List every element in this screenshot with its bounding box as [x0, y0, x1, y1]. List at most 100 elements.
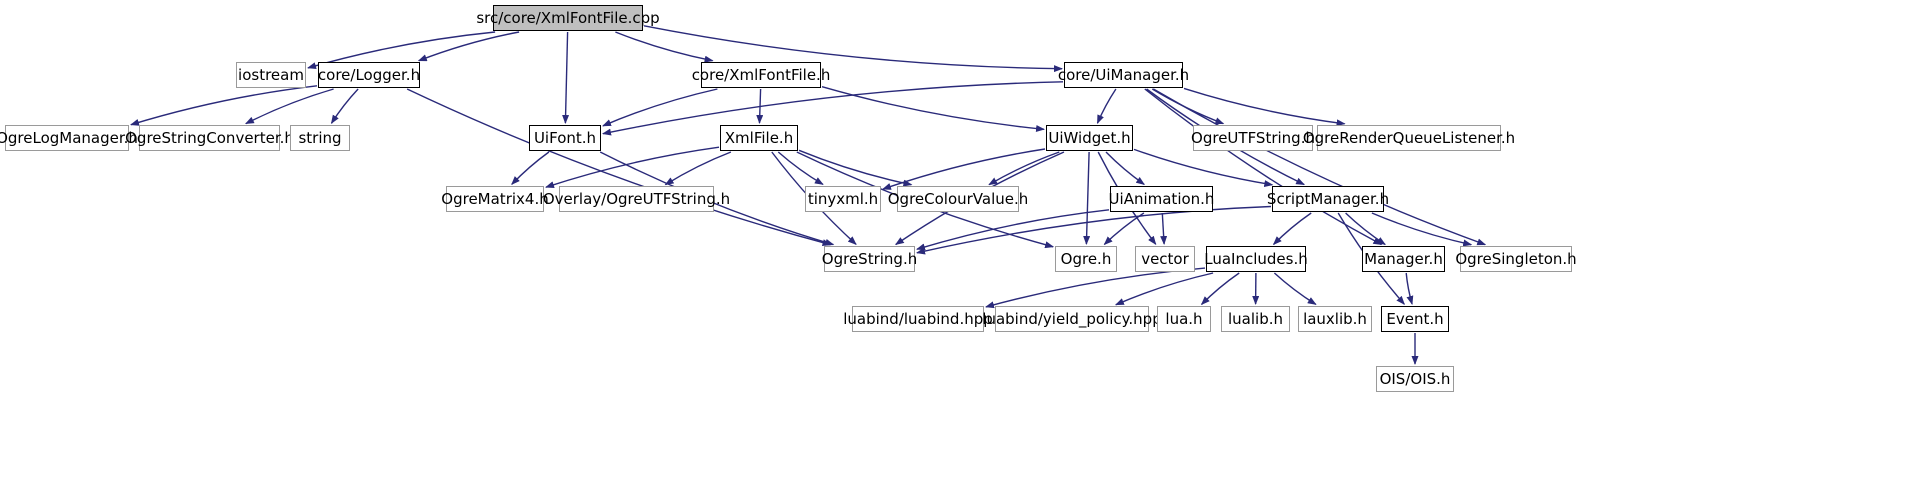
graph-node-label: tinyxml.h	[807, 189, 879, 208]
graph-edge-uimanager-to-ogreutfstring	[1151, 88, 1225, 125]
graph-node-overlayutf[interactable]: Overlay/OgreUTFString.h	[543, 186, 730, 212]
graph-edge-uifont-to-ogrematrix4	[511, 151, 550, 186]
graph-node-lualib[interactable]: lualib.h	[1221, 306, 1290, 332]
graph-node-ogresingleton[interactable]: OgreSingleton.h	[1455, 246, 1577, 272]
graph-edge-uiwidget-to-ogre	[1083, 151, 1091, 245]
graph-node-label: OIS/OIS.h	[1379, 369, 1451, 388]
graph-node-label: lua.h	[1165, 309, 1203, 328]
graph-node-vector[interactable]: vector	[1135, 246, 1195, 272]
graph-node-uimanager[interactable]: core/UiManager.h	[1058, 62, 1189, 88]
graph-node-label: OgreUTFString.h	[1191, 128, 1315, 147]
graph-edge-xmlfile-to-overlayutf	[664, 151, 732, 186]
graph-node-label: Overlay/OgreUTFString.h	[542, 189, 731, 208]
graph-node-luah[interactable]: lua.h	[1157, 306, 1211, 332]
graph-node-label: string	[298, 128, 342, 147]
graph-node-oisois[interactable]: OIS/OIS.h	[1376, 366, 1454, 392]
graph-node-uianimation[interactable]: UiAnimation.h	[1108, 186, 1215, 212]
graph-node-label: core/UiManager.h	[1057, 65, 1190, 84]
graph-node-label: core/Logger.h	[317, 65, 421, 84]
graph-edge-luaincludes-to-luabind	[985, 267, 1206, 309]
graph-node-xmlfontfile_h[interactable]: core/XmlFontFile.h	[692, 62, 830, 88]
graph-edge-logger-to-ogrelogmanager	[130, 85, 318, 126]
graph-node-label: UiAnimation.h	[1108, 189, 1215, 208]
graph-node-label: src/core/XmlFontFile.cpp	[476, 8, 660, 27]
graph-node-luabind[interactable]: luabind/luabind.hpp	[843, 306, 993, 332]
graph-edge-root-to-uifont	[562, 31, 570, 124]
graph-node-label: lauxlib.h	[1303, 309, 1367, 328]
graph-node-label: OgreSingleton.h	[1455, 249, 1577, 268]
graph-node-label: luabind/yield_policy.hpp	[982, 309, 1162, 328]
graph-edge-luaincludes-to-luah	[1200, 272, 1240, 306]
graph-node-label: OgreRenderQueueListener.h	[1302, 128, 1516, 147]
graph-node-label: Ogre.h	[1060, 249, 1112, 268]
graph-node-root[interactable]: src/core/XmlFontFile.cpp	[476, 5, 660, 31]
graph-node-ogrematrix4[interactable]: OgreMatrix4.h	[441, 186, 549, 212]
graph-edge-logger-to-ogrestring	[406, 88, 832, 247]
graph-node-uiwidget[interactable]: UiWidget.h	[1046, 125, 1133, 151]
graph-node-label: XmlFile.h	[724, 128, 794, 147]
graph-node-tinyxml[interactable]: tinyxml.h	[805, 186, 881, 212]
graph-edge-scriptmanager-to-manager	[1345, 212, 1386, 245]
graph-edge-xmlfontfile_h-to-uifont	[602, 88, 718, 127]
graph-node-uifont[interactable]: UiFont.h	[529, 125, 601, 151]
graph-edge-xmlfile-to-ogrematrix4	[545, 146, 720, 189]
graph-node-ogre[interactable]: Ogre.h	[1055, 246, 1117, 272]
graph-node-ogrecolourvalue[interactable]: OgreColourValue.h	[888, 186, 1028, 212]
graph-node-ogrestringconverter[interactable]: OgreStringConverter.h	[125, 125, 294, 151]
graph-node-label: OgreString.h	[821, 249, 918, 268]
graph-node-label: OgreLogManager.h	[0, 128, 138, 147]
graph-edge-uiwidget-to-scriptmanager	[1133, 148, 1274, 187]
graph-node-label: OgreStringConverter.h	[125, 128, 294, 147]
graph-node-ogrelogmanager[interactable]: OgreLogManager.h	[0, 125, 138, 151]
graph-edge-xmlfontfile_h-to-uiwidget	[821, 86, 1045, 132]
graph-edge-manager-to-event	[1405, 272, 1414, 305]
graph-node-ogrestring[interactable]: OgreString.h	[821, 246, 918, 272]
graph-node-iostream[interactable]: iostream	[236, 62, 306, 88]
graph-node-label: LuaIncludes.h	[1204, 249, 1308, 268]
graph-edge-luaincludes-to-lauxlib	[1273, 272, 1317, 305]
graph-node-event[interactable]: Event.h	[1381, 306, 1449, 332]
graph-edge-uimanager-to-uiwidget	[1096, 88, 1117, 125]
graph-node-xmlfile[interactable]: XmlFile.h	[720, 125, 798, 151]
graph-node-label: lualib.h	[1228, 309, 1283, 328]
graph-edge-uiwidget-to-tinyxml	[882, 148, 1046, 190]
graph-edge-uimanager-to-ogresingleton	[1153, 88, 1487, 246]
graph-node-label: iostream	[238, 65, 304, 84]
graph-edge-logger-to-ogrestringconverter	[245, 88, 334, 125]
graph-edge-uimanager-to-uifont	[602, 81, 1064, 136]
graph-edge-xmlfile-to-tinyxml	[777, 151, 824, 186]
graph-edge-uiwidget-to-uianimation	[1105, 151, 1146, 185]
graph-node-label: Event.h	[1386, 309, 1444, 328]
graph-edge-uimanager-to-manager	[1144, 88, 1383, 246]
graph-edge-xmlfile-to-ogrecolourvalue	[798, 149, 913, 187]
graph-node-ogrerenderqueue[interactable]: OgreRenderQueueListener.h	[1303, 125, 1515, 151]
graph-edge-uianimation-to-ogre	[1103, 212, 1145, 246]
graph-node-scriptmanager[interactable]: ScriptManager.h	[1267, 186, 1389, 212]
graph-node-label: vector	[1141, 249, 1189, 268]
graph-edge-scriptmanager-to-ogresingleton	[1371, 212, 1473, 247]
graph-node-lauxlib[interactable]: lauxlib.h	[1298, 306, 1372, 332]
graph-edge-scriptmanager-to-luaincludes	[1272, 212, 1312, 246]
graph-node-label: OgreMatrix4.h	[441, 189, 549, 208]
graph-edge-uianimation-to-ogrestring	[916, 209, 1110, 251]
graph-edge-xmlfontfile_h-to-xmlfile	[756, 88, 764, 124]
graph-node-label: luabind/luabind.hpp	[843, 309, 993, 328]
graph-node-label: Manager.h	[1364, 249, 1443, 268]
graph-node-label: UiFont.h	[533, 128, 597, 147]
graph-node-ogreutfstring[interactable]: OgreUTFString.h	[1191, 125, 1315, 151]
graph-node-label: ScriptManager.h	[1266, 189, 1390, 208]
graph-node-label: UiWidget.h	[1048, 128, 1131, 147]
graph-edge-root-to-xmlfontfile_h	[615, 31, 714, 63]
graph-edge-uianimation-to-vector	[1160, 212, 1168, 245]
graph-node-string[interactable]: string	[290, 125, 350, 151]
graph-node-luabindyield[interactable]: luabind/yield_policy.hpp	[982, 306, 1162, 332]
graph-node-manager[interactable]: Manager.h	[1362, 246, 1445, 272]
graph-node-logger[interactable]: core/Logger.h	[318, 62, 420, 88]
graph-edge-luaincludes-to-luabindyield	[1114, 272, 1214, 306]
graph-edge-uimanager-to-ogrerenderqueue	[1183, 87, 1346, 127]
graph-node-label: OgreColourValue.h	[887, 189, 1029, 208]
graph-edge-uiwidget-to-ogrecolourvalue	[988, 151, 1060, 186]
graph-node-luaincludes[interactable]: LuaIncludes.h	[1204, 246, 1308, 272]
graph-node-label: core/XmlFontFile.h	[691, 65, 831, 84]
